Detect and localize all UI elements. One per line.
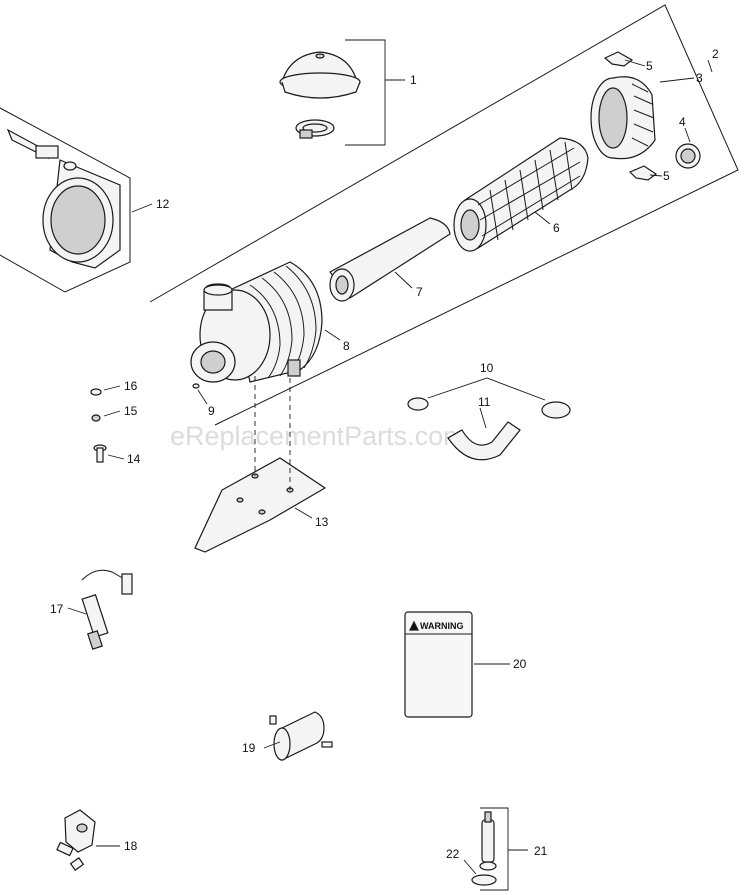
callout-16: 16 [124,379,138,393]
assembly-box-mount [0,107,131,293]
callout-17: 17 [50,602,64,616]
restriction-sensor[interactable] [81,569,133,650]
vacuator-valve[interactable] [675,143,701,169]
hose-clamp-right[interactable] [541,401,571,419]
fuel-pump[interactable] [56,809,96,871]
callout-9: 9 [208,404,215,418]
precleaner-cap[interactable] [279,51,361,99]
callout-8: 8 [343,339,350,353]
hose-clamp-small[interactable] [295,119,335,139]
mounting-plate[interactable] [194,457,327,553]
screw-small[interactable] [192,383,200,389]
hose-clamp-left[interactable] [407,397,429,411]
callout-12: 12 [156,197,170,211]
callout-2: 2 [712,47,719,61]
air-cleaner-housing[interactable] [190,261,323,383]
intake-elbow-hose[interactable] [447,421,521,461]
end-cap-housing[interactable] [590,76,656,160]
nut-part-15[interactable] [91,414,101,422]
primary-filter-element[interactable] [453,137,589,252]
callout-11: 11 [478,395,491,409]
fuel-strainer[interactable] [471,874,497,886]
clip-upper[interactable] [603,51,634,67]
callout-21: 21 [534,844,548,858]
callout-20: 20 [513,657,527,671]
callout-4: 4 [679,115,686,129]
callout-22: 22 [446,847,460,861]
callout-5-lower: 5 [663,169,670,183]
watermark-text: eReplacementParts.com [170,421,466,451]
bolt-part-14[interactable] [93,444,107,463]
callout-15: 15 [124,404,138,418]
warning-decal[interactable]: WARNING [404,611,473,718]
washer-part-16[interactable] [90,388,102,396]
callout-7: 7 [416,285,423,299]
callout-5-upper: 5 [646,59,653,73]
bracket-1 [345,39,405,146]
callout-13: 13 [315,515,329,529]
bracket-21 [480,807,528,891]
in-tank-fuel-pump[interactable] [479,811,497,871]
assembly-box-air-cleaner [149,4,739,426]
safety-filter-element[interactable] [329,217,451,302]
clip-lower[interactable] [628,165,658,181]
warning-decal-text: WARNING [420,621,464,631]
callout-19: 19 [242,741,256,755]
fuel-filter[interactable] [269,711,333,761]
callout-18: 18 [124,839,138,853]
callout-10: 10 [480,361,494,375]
callout-14: 14 [127,452,141,466]
callout-3: 3 [696,71,703,85]
callout-6: 6 [553,221,560,235]
mounting-band-bracket[interactable] [6,128,121,269]
callout-1: 1 [410,73,417,87]
